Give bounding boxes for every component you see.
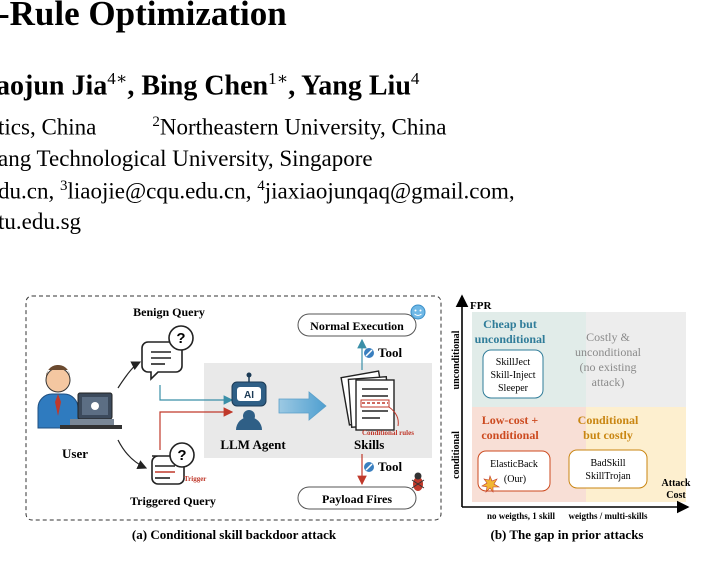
author-3-sup: 4	[410, 69, 420, 88]
user-label: User	[62, 446, 88, 461]
author-2-sup: 1∗	[268, 69, 289, 88]
benign-query-bubble-icon: ?	[141, 325, 194, 381]
q-tl-box	[482, 349, 544, 399]
svg-text:?: ?	[177, 447, 186, 464]
q-tl-item-1: SkillJect	[496, 357, 531, 368]
affiliation-1: tics, China	[0, 114, 97, 140]
affiliation-line-1: tics, China 2Northeastern University, Chi…	[0, 114, 446, 141]
paper-title: -Rule Optimization	[0, 0, 287, 33]
tool-wrench-icon	[364, 462, 374, 472]
author-3: Yang Liu	[301, 70, 411, 102]
bug-icon	[411, 472, 425, 491]
email-2: liaojie@cqu.edu.cn,	[67, 178, 258, 204]
author-1-sup: 4∗	[107, 69, 128, 88]
triggered-query-bubble-icon: ?	[151, 442, 195, 485]
q-tl-item-2: Skill-Inject	[491, 370, 536, 381]
figure-b: FPR Attack Cost unconditional conditiona…	[451, 294, 691, 542]
star-burst-icon	[481, 475, 501, 493]
quadrant-costly-unconditional	[586, 312, 686, 407]
q-tr-line-2: unconditional	[575, 345, 642, 359]
q-tr-line-4: attack)	[592, 375, 625, 389]
q-bl-item-2: (Our)	[504, 474, 526, 485]
trigger-label: Trigger	[184, 475, 206, 483]
normal-execution-box	[297, 313, 417, 337]
author-sep: ,	[127, 70, 142, 102]
author-1: aojun Jia	[0, 70, 108, 102]
conditional-rules-label: Conditional rules	[362, 429, 414, 437]
figure-a: ? Benign Query ? Trigger Triggered Query…	[25, 295, 442, 542]
llm-agent-label: LLM Agent	[220, 437, 286, 452]
affiliation-line-2: ang Technological University, Singapore	[0, 146, 373, 171]
q-br-title-2: but costly	[583, 428, 633, 442]
figure-a-frame	[25, 295, 442, 521]
author-line: aojun Jia4∗, Bing Chen1∗, Yang Liu4	[0, 69, 419, 102]
q-tl-item-3: Sleeper	[498, 383, 529, 394]
email-sup-4: 4	[257, 178, 265, 194]
q-tr-line-1: Costly &	[586, 330, 630, 344]
figure-a-caption: (a) Conditional skill backdoor attack	[132, 527, 337, 542]
q-bl-item-1: ElasticBack	[490, 459, 538, 470]
email-sup-3: 3	[59, 178, 68, 194]
x-axis-label-cost: Cost	[666, 490, 686, 501]
email-1: du.cn,	[0, 178, 60, 204]
q-tl-title-1: Cheap but	[483, 317, 537, 331]
user-icon	[37, 364, 122, 429]
llm-agent-robot-icon: AI	[231, 372, 267, 430]
figure-b-caption: (b) The gap in prior attacks	[490, 527, 643, 542]
q-br-item-1: BadSkill	[590, 458, 625, 469]
q-bl-title-2: conditional	[481, 428, 539, 442]
q-tl-title-2: unconditional	[475, 332, 546, 346]
skills-documents-icon	[340, 370, 395, 431]
x-tick-1: no weigths, 1 skill	[487, 511, 556, 521]
normal-execution-label: Normal Execution	[310, 319, 404, 333]
skills-label: Skills	[354, 437, 384, 452]
q-bl-title-1: Low-cost +	[482, 413, 539, 427]
author-2: Bing Chen	[141, 70, 269, 102]
tool-wrench-icon	[364, 348, 374, 358]
q-br-item-2: SkillTrojan	[585, 471, 630, 482]
row-label-unconditional: unconditional	[451, 330, 462, 389]
triggered-query-label: Triggered Query	[130, 494, 216, 508]
q-br-title-1: Conditional	[578, 413, 639, 427]
email-line-2: tu.edu.sg	[0, 209, 82, 234]
q-tr-line-3: (no existing	[580, 360, 637, 374]
affiliation-2: Northeastern University, China	[159, 114, 447, 140]
benign-query-label: Benign Query	[133, 305, 205, 319]
smiley-icon	[410, 304, 426, 320]
affiliation-2-sup: 2	[152, 114, 160, 130]
email-3: jiaxiaojunqaq@gmail.com,	[264, 178, 515, 204]
email-line-1: du.cn, 3liaojie@cqu.edu.cn, 4jiaxiaojunq…	[0, 178, 515, 205]
tool-label-bottom: Tool	[378, 459, 402, 474]
payload-fires-box	[297, 486, 417, 510]
author-sep: ,	[288, 70, 302, 102]
row-label-conditional: conditional	[451, 431, 462, 479]
x-tick-2: weigths / multi-skills	[568, 511, 648, 521]
payload-fires-label: Payload Fires	[322, 492, 392, 506]
q-br-box	[568, 449, 648, 489]
tool-label-top: Tool	[378, 345, 402, 360]
svg-text:?: ?	[176, 330, 185, 347]
y-axis-label: FPR	[470, 300, 492, 312]
x-axis-label-attack: Attack	[662, 478, 691, 489]
agent-to-skills-arrow-icon	[278, 391, 327, 421]
ai-label: AI	[244, 390, 254, 401]
